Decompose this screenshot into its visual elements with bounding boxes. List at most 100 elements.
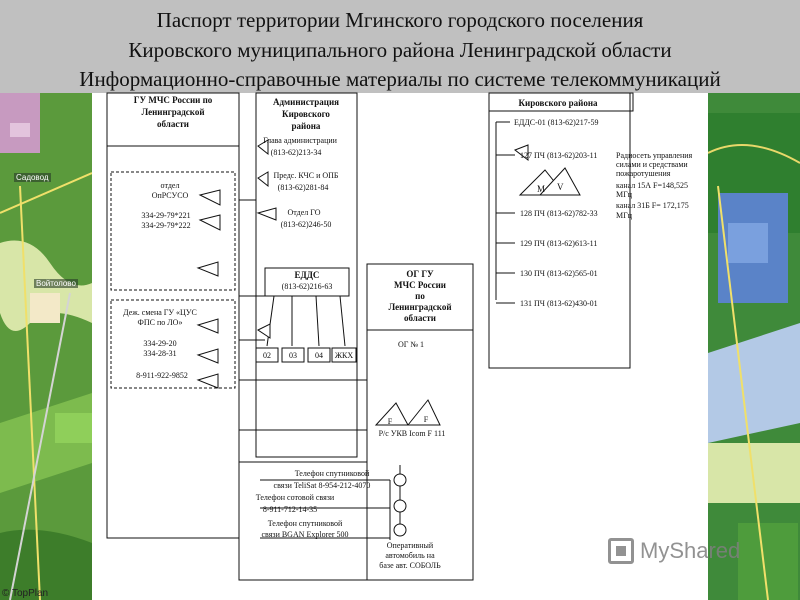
og-number: ОГ № 1	[398, 340, 424, 349]
shift-box	[110, 299, 236, 389]
antenna-m-label: M	[537, 184, 545, 194]
map-label-voytolovo: Войтолово	[34, 279, 78, 288]
shift-phone-1: 334-29-20	[143, 339, 176, 348]
radio-net-4: канал 15А F=148,525	[616, 181, 688, 190]
admin-kchs-2: (813-62)281-84	[278, 183, 329, 192]
antenna-icon	[196, 261, 219, 277]
antenna-icon	[513, 144, 529, 162]
antenna-icon	[198, 214, 221, 231]
antenna-icon	[257, 171, 269, 188]
header-band: Паспорт территории Мгинского городского …	[0, 0, 800, 93]
antenna-icon	[257, 323, 271, 339]
map-strip-left: Садовод Войтолово	[0, 93, 92, 600]
admin-go-2: (813-62)246-50	[281, 220, 332, 229]
ant-f2-label: F	[424, 415, 429, 424]
satellite-phone-icon	[393, 473, 407, 487]
antenna-mast-f1	[374, 402, 409, 426]
satellite-dish-icon	[393, 523, 407, 537]
admin-title-3: района	[292, 121, 321, 131]
antenna-mast-v	[538, 167, 581, 196]
watermark-logo-icon	[608, 538, 634, 564]
shift-2: ФПС по ЛО»	[138, 318, 183, 327]
orsuso-box	[110, 171, 236, 291]
map-label-sadovod: Садовод	[14, 173, 51, 182]
edds-admin-title: ЕДДС	[295, 270, 320, 280]
title-line-2: Кировского муниципального района Ленингр…	[128, 38, 672, 62]
title-line-1: Паспорт территории Мгинского городского …	[156, 8, 644, 32]
shift-mobile: 8-911-922-9852	[136, 371, 188, 380]
radio-net-6: канал 31Б F= 172,175	[616, 201, 689, 210]
watermark-text: MyShared	[640, 538, 741, 563]
kirov-block	[488, 92, 631, 369]
oggu-title-5: области	[404, 313, 436, 323]
title-line-3: Информационно-справочные материалы по си…	[79, 67, 721, 91]
kirov-unit-130: 130 ПЧ (813-62)565-01	[520, 269, 598, 278]
map-strip-right	[708, 93, 800, 600]
comms-frame	[238, 461, 368, 581]
radio-net-1: Радиосеть управления	[616, 151, 693, 160]
antenna-icon	[257, 139, 269, 156]
orsuso-1: отдел	[161, 181, 180, 190]
mchs-block	[106, 92, 240, 539]
kirov-unit-129: 129 ПЧ (813-62)613-11	[520, 239, 597, 248]
oggu-title-2: МЧС России	[394, 280, 446, 290]
watermark: MyShared	[608, 538, 740, 564]
kirov-title: Кировского района	[518, 98, 598, 108]
radio-net-2: силами и средствами	[616, 160, 688, 169]
cell-1: Телефон сотовой связи	[256, 493, 335, 502]
oggu-title-4: Ленинградской	[388, 302, 451, 312]
service-zhkh: ЖКХ	[335, 351, 354, 360]
mchs-title-1: ГУ МЧС России по	[134, 95, 213, 105]
radio-net-7: МГц	[616, 211, 633, 220]
vehicle-2: автомобиль на	[385, 551, 435, 560]
admin-go-1: Отдел ГО	[288, 208, 321, 217]
cell-2: 8-911-712-14-35	[263, 505, 317, 514]
admin-block	[255, 92, 358, 458]
radio-ukv: Р/с УКВ Icom F 111	[379, 429, 446, 438]
orsuso-phone-2: 334-29-79*222	[141, 221, 190, 230]
antenna-icon	[196, 373, 219, 389]
admin-head-2: (813-62)213-34	[271, 148, 322, 157]
antenna-v-label: V	[557, 182, 564, 192]
kirov-unit-128: 128 ПЧ (813-62)782-33	[520, 209, 598, 218]
service-04: 04	[315, 351, 323, 360]
oggu-block	[366, 263, 474, 581]
vehicle-1: Оперативный	[387, 541, 434, 550]
admin-head-1: Глава администрации	[263, 136, 338, 145]
admin-title-2: Кировского	[282, 109, 330, 119]
cell-phone-icon	[393, 499, 407, 513]
oggu-title-3: по	[415, 291, 425, 301]
vehicle-3: базе авт. СОБОЛЬ	[379, 561, 441, 570]
antenna-icon	[196, 348, 219, 364]
ant-f1-label: F	[388, 417, 393, 426]
antenna-icon	[256, 207, 277, 221]
kirov-unit-131: 131 ПЧ (813-62)430-01	[520, 299, 598, 308]
service-02: 02	[263, 351, 271, 360]
radio-net-5: МГц	[616, 190, 633, 199]
orsuso-2: ОпРСУСО	[152, 191, 189, 200]
oggu-title-1: ОГ ГУ	[406, 269, 434, 279]
orsuso-phone-1: 334-29-79*221	[141, 211, 190, 220]
sat2-1: Телефон спутниковой	[268, 519, 343, 528]
sat1-1: Телефон спутниковой	[295, 469, 370, 478]
mchs-title-2: Ленинградской	[141, 107, 204, 117]
antenna-icon	[196, 318, 219, 334]
service-03: 03	[289, 351, 297, 360]
antenna-icon	[198, 189, 221, 206]
radio-net-3: пожаротушения	[616, 169, 671, 178]
sat1-2: связи TeliSat 8-954-212-4070	[274, 481, 371, 490]
antenna-mast-f2	[406, 399, 441, 426]
mchs-title-3: области	[157, 119, 189, 129]
shift-1: Деж. смена ГУ «ЦУС	[123, 308, 197, 317]
sat2-2: связи BGAN Explorer 500	[262, 530, 349, 539]
admin-kchs-1: Предс. КЧС и ОПБ	[273, 171, 338, 180]
shift-phone-2: 334-28-31	[143, 349, 176, 358]
admin-title-1: Администрация	[273, 97, 339, 107]
map-right-image	[708, 93, 800, 600]
map-credit: © TopPlan	[2, 588, 49, 599]
edds-admin-phone: (813-62)216-63	[282, 282, 333, 291]
edds-admin-box	[264, 267, 350, 297]
kirov-edds: ЕДДС-01 (813-62)217-59	[514, 118, 598, 127]
kirov-unit-127: 127 ПЧ (813-62)203-11	[520, 151, 597, 160]
